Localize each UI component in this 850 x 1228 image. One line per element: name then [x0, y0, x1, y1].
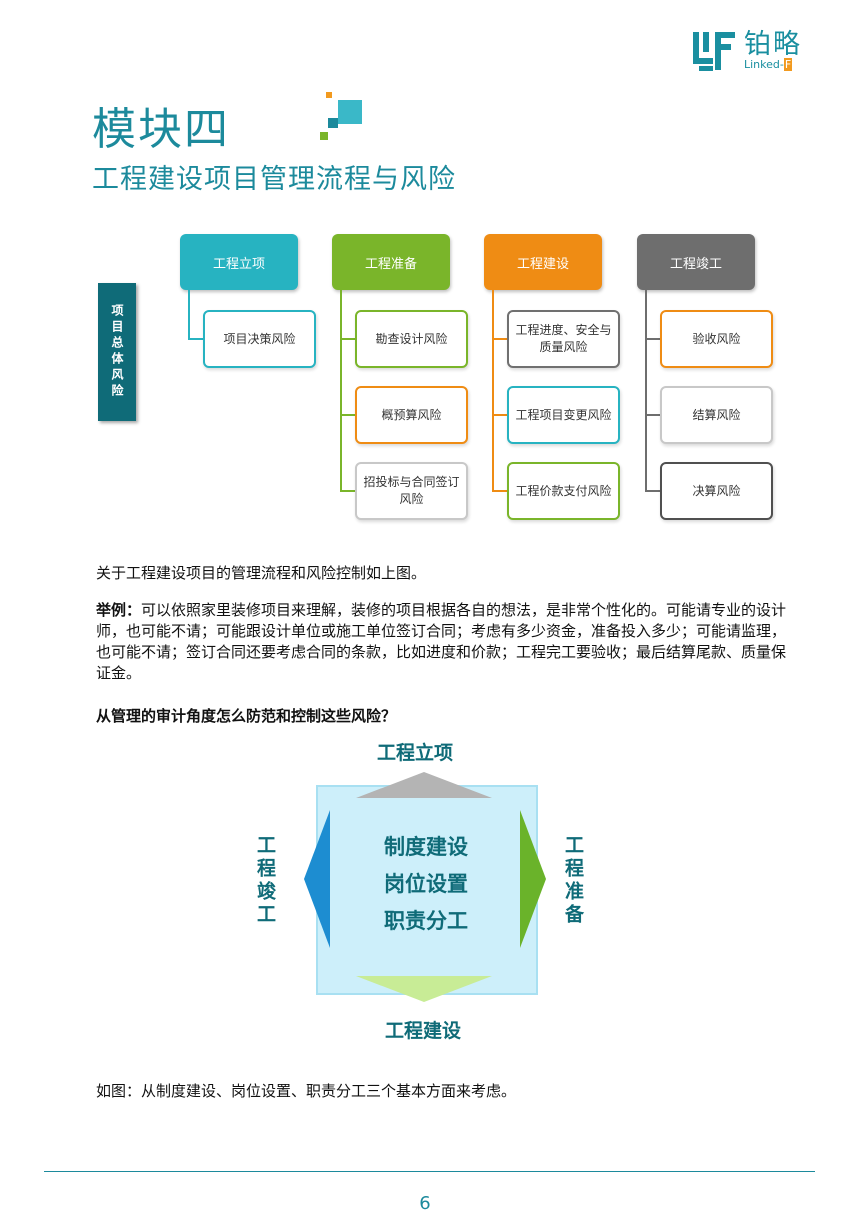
connector-vertical [340, 290, 342, 491]
cycle-label-left: 工程竣工 [254, 835, 276, 927]
risk-item-3-2: 决算风险 [660, 462, 773, 520]
logo-name-cn: 铂略 [744, 29, 802, 60]
logo-mark-icon [693, 32, 735, 71]
risk-item-1-0: 勘查设计风险 [355, 310, 468, 368]
risk-item-0-0: 项目决策风险 [203, 310, 316, 368]
risk-item-2-1: 工程项目变更风险 [507, 386, 620, 444]
example-label: 举例： [96, 601, 142, 619]
stage-head-3: 工程竣工 [637, 234, 755, 290]
conclusion-paragraph: 如图：从制度建设、岗位设置、职责分工三个基本方面来考虑。 [96, 1082, 517, 1100]
module-subtitle: 工程建设项目管理流程与风险 [92, 164, 456, 195]
cycle-label-bottom: 工程建设 [385, 1020, 462, 1042]
connector-horizontal [492, 414, 507, 416]
connector-vertical [645, 290, 647, 491]
connector-horizontal [340, 490, 355, 492]
risk-item-1-2: 招投标与合同签订风险 [355, 462, 468, 520]
connector-vertical [492, 290, 494, 491]
connector-horizontal [645, 338, 660, 340]
cycle-label-top: 工程立项 [377, 742, 454, 764]
stage-head-1: 工程准备 [332, 234, 450, 290]
center-item-duty: 职责分工 [384, 909, 468, 933]
connector-horizontal [188, 338, 203, 340]
question-heading: 从管理的审计角度怎么防范和控制这些风险？ [96, 707, 397, 725]
cycle-arrows [304, 772, 546, 1002]
connector-vertical [188, 290, 190, 339]
page-number: 6 [419, 1193, 431, 1214]
stage-head-2: 工程建设 [484, 234, 602, 290]
connector-horizontal [645, 490, 660, 492]
decorative-squares-icon [320, 92, 362, 140]
cycle-center-text: 制度建设 岗位设置 职责分工 [346, 829, 506, 940]
module-title: 模块四 [92, 104, 230, 155]
side-label-overall-risk: 项目总体风险 [98, 283, 136, 421]
risk-item-2-2: 工程价款支付风险 [507, 462, 620, 520]
logo-name-en: Linked-F [744, 58, 793, 71]
cycle-panel [316, 785, 538, 995]
center-item-system: 制度建设 [384, 835, 468, 859]
risk-item-2-0: 工程进度、安全与质量风险 [507, 310, 620, 368]
risk-item-1-1: 概预算风险 [355, 386, 468, 444]
example-paragraph: 举例：可以依照家里装修项目来理解，装修的项目根据各自的想法，是非常个性化的。可能… [96, 600, 796, 684]
intro-paragraph: 关于工程建设项目的管理流程和风险控制如上图。 [96, 564, 427, 582]
connector-horizontal [492, 338, 507, 340]
risk-item-3-1: 结算风险 [660, 386, 773, 444]
connector-horizontal [340, 414, 355, 416]
risk-item-3-0: 验收风险 [660, 310, 773, 368]
center-item-position: 岗位设置 [384, 872, 468, 896]
connector-horizontal [340, 338, 355, 340]
connector-horizontal [492, 490, 507, 492]
cycle-label-right: 工程准备 [562, 835, 584, 927]
connector-horizontal [645, 414, 660, 416]
footer-divider [44, 1171, 815, 1172]
example-text: 可以依照家里装修项目来理解，装修的项目根据各自的想法，是非常个性化的。可能请专业… [96, 601, 787, 682]
stage-head-0: 工程立项 [180, 234, 298, 290]
